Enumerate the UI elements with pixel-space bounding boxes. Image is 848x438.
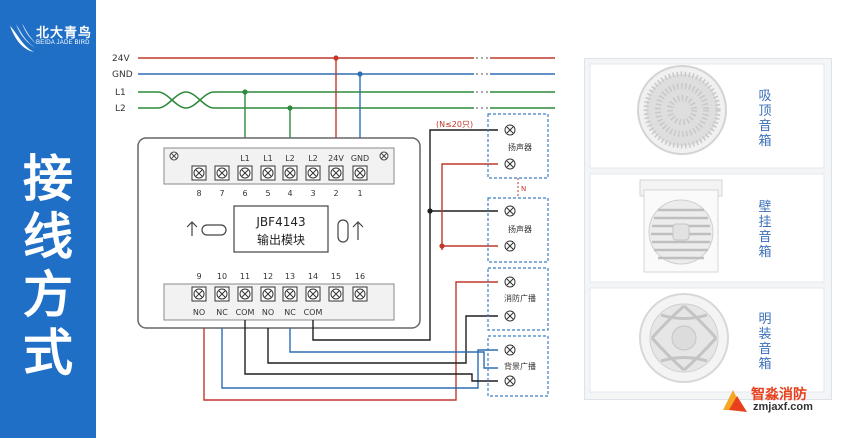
terminal-number: 9 bbox=[196, 272, 201, 281]
module-name: 输出模块 bbox=[257, 232, 305, 247]
terminal-label: L1 bbox=[240, 154, 250, 163]
terminal-label: L2 bbox=[308, 154, 318, 163]
bus-break-marks bbox=[476, 57, 488, 109]
output-junctions bbox=[427, 208, 445, 249]
speaker-label-char: 箱 bbox=[758, 357, 772, 372]
ceiling-speaker-label: 吸 顶 音 箱 bbox=[756, 89, 774, 149]
count-note: (N≤20只) bbox=[436, 120, 473, 129]
terminal-label: L1 bbox=[263, 154, 273, 163]
bus-label-gnd: GND bbox=[112, 70, 133, 80]
terminal-number: 10 bbox=[217, 272, 227, 281]
bus-label-l1: L1 bbox=[115, 88, 126, 98]
terminal-label: 24V bbox=[328, 154, 344, 163]
surface-speaker-label: 明 装 音 箱 bbox=[756, 312, 774, 372]
speaker-label-char: 挂 bbox=[758, 215, 772, 230]
module-label-box bbox=[233, 205, 329, 253]
brand-name-en: BEIDA JADE BIRD bbox=[36, 40, 90, 46]
junction-dots bbox=[242, 55, 363, 111]
speaker-label-char: 吸 bbox=[758, 89, 772, 104]
terminal-number: 6 bbox=[242, 189, 247, 198]
title-char: 方 bbox=[23, 267, 73, 323]
speaker-label-char: 箱 bbox=[758, 134, 772, 149]
terminal-number: 15 bbox=[331, 272, 341, 281]
title-char: 线 bbox=[23, 209, 73, 265]
terminal-label: GND bbox=[351, 154, 369, 163]
terminal-number: 4 bbox=[287, 189, 292, 198]
title-char: 式 bbox=[23, 325, 73, 381]
speaker-label-char: 壁 bbox=[758, 200, 772, 215]
top-terminal-screws bbox=[191, 165, 368, 181]
fire-broadcast-box bbox=[487, 267, 549, 331]
terminal-number: 1 bbox=[357, 189, 362, 198]
up-arrow-icon bbox=[186, 221, 227, 236]
watermark-logo-icon bbox=[723, 390, 747, 412]
terminal-number: 2 bbox=[333, 189, 338, 198]
terminal-label: COM bbox=[236, 308, 255, 317]
terminal-number: 7 bbox=[219, 189, 224, 198]
terminal-label: NO bbox=[262, 308, 274, 317]
terminal-number: 5 bbox=[265, 189, 270, 198]
background-broadcast-box bbox=[487, 335, 549, 397]
background-broadcast-label: 背景广播 bbox=[504, 361, 536, 371]
terminal-number: 11 bbox=[240, 272, 250, 281]
speaker-label-char: 顶 bbox=[758, 104, 772, 119]
n-label: N bbox=[521, 185, 526, 193]
watermark-name: 智淼消防 bbox=[751, 387, 807, 403]
speaker-label-char: 音 bbox=[758, 342, 772, 357]
speaker-label-char: 音 bbox=[758, 230, 772, 245]
terminal-number: 3 bbox=[310, 189, 315, 198]
terminal-number: 16 bbox=[355, 272, 365, 281]
speaker-label-1: 扬声器 bbox=[508, 142, 532, 152]
speaker-label-char: 音 bbox=[758, 119, 772, 134]
watermark-url: zmjaxf.com bbox=[753, 401, 813, 413]
speaker-label-char: 装 bbox=[758, 327, 772, 342]
bus-l2-line bbox=[138, 91, 555, 109]
terminal-label: NC bbox=[284, 308, 296, 317]
fire-broadcast-label: 消防广播 bbox=[504, 293, 536, 303]
box-terminal-screws bbox=[504, 124, 516, 387]
speaker-label-2: 扬声器 bbox=[508, 224, 532, 234]
terminal-number: 8 bbox=[196, 189, 201, 198]
up-arrow-icon bbox=[337, 219, 364, 243]
terminal-number: 13 bbox=[285, 272, 295, 281]
terminal-number: 14 bbox=[308, 272, 318, 281]
terminal-number: 12 bbox=[263, 272, 273, 281]
bus-label-l2: L2 bbox=[115, 104, 126, 114]
output-wires bbox=[203, 129, 498, 401]
sidebar: 北大青鸟 BEIDA JADE BIRD 接 线 方 式 bbox=[0, 0, 96, 438]
speaker-label-char: 明 bbox=[758, 312, 772, 327]
bus-l1-line bbox=[138, 91, 555, 109]
speaker-photo-panel bbox=[584, 58, 832, 400]
bottom-terminal-screws bbox=[191, 286, 368, 302]
terminal-label: NO bbox=[193, 308, 205, 317]
terminal-label: NC bbox=[216, 308, 228, 317]
speaker-label-char: 箱 bbox=[758, 245, 772, 260]
speaker-box-1 bbox=[487, 113, 549, 179]
bus-label-24v: 24V bbox=[112, 54, 130, 64]
brand-name-cn: 北大青鸟 bbox=[36, 25, 93, 40]
terminal-label: L2 bbox=[285, 154, 295, 163]
module-model: JBF4143 bbox=[255, 215, 305, 229]
page-title: 接 线 方 式 bbox=[15, 150, 81, 382]
terminal-label: COM bbox=[304, 308, 323, 317]
title-char: 接 bbox=[23, 151, 73, 207]
bus-drop-wires bbox=[244, 58, 361, 150]
wall-speaker-label: 壁 挂 音 箱 bbox=[756, 200, 774, 260]
speaker-box-2 bbox=[487, 197, 549, 263]
